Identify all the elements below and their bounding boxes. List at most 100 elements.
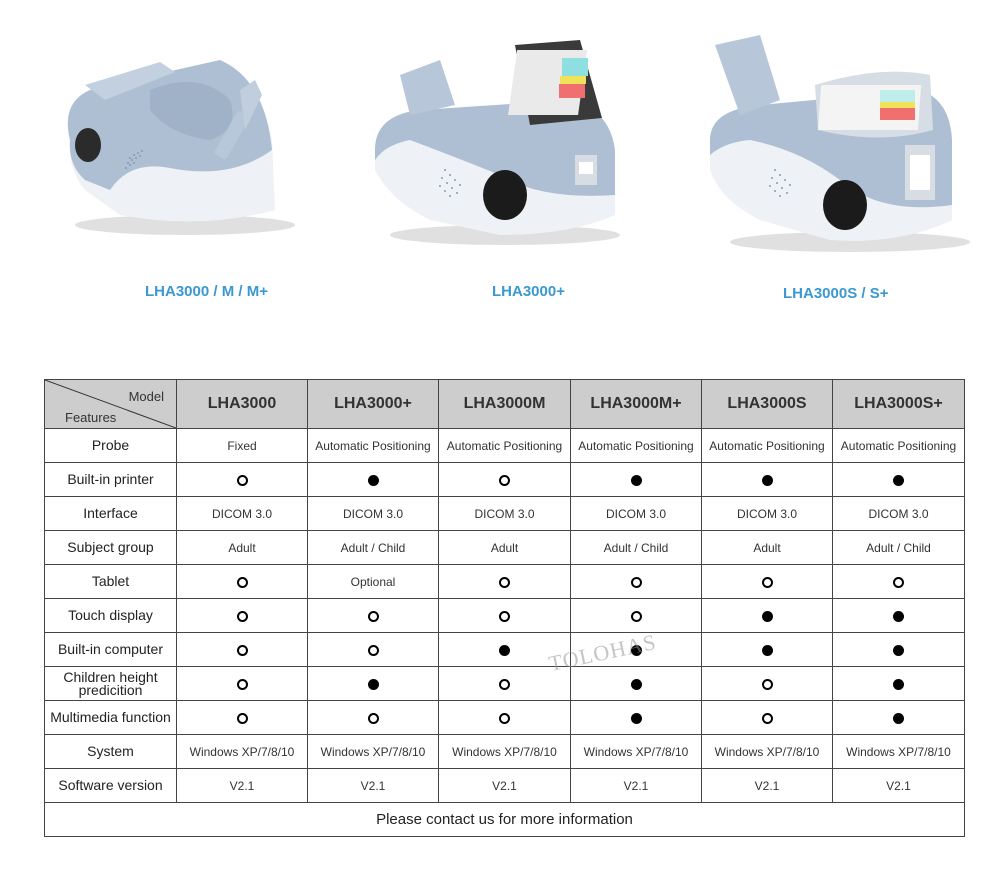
filled-circle-icon <box>499 644 510 656</box>
filled-circle-icon <box>893 678 904 690</box>
empty-circle-icon <box>236 678 248 690</box>
feature-value-cell <box>832 564 965 599</box>
feature-value-cell <box>307 700 439 735</box>
feature-value-cell <box>832 632 965 667</box>
empty-circle-icon <box>236 610 248 622</box>
feature-value-cell: Automatic Positioning <box>701 428 833 463</box>
filled-circle-icon <box>893 644 904 656</box>
filled-circle-icon <box>893 712 904 724</box>
empty-circle-icon <box>499 610 510 622</box>
table-header-row: Model Features LHA3000 LHA3000+ LHA3000M… <box>44 379 965 429</box>
table-row: Multimedia function <box>44 700 965 735</box>
model-header: LHA3000M+ <box>570 379 702 429</box>
feature-value-cell: Automatic Positioning <box>570 428 702 463</box>
feature-value-cell: Adult <box>701 530 833 565</box>
feature-value-cell: DICOM 3.0 <box>176 496 308 531</box>
table-row: Built-in printer <box>44 462 965 497</box>
feature-label: Probe <box>44 428 177 463</box>
filled-circle-icon <box>367 678 379 690</box>
feature-value-cell: Windows XP/7/8/10 <box>570 734 702 769</box>
model-header: LHA3000 <box>176 379 308 429</box>
feature-label: Interface <box>44 496 177 531</box>
feature-value-cell: Optional <box>307 564 439 599</box>
empty-circle-icon <box>630 576 642 588</box>
device-image-basic <box>67 60 295 235</box>
empty-circle-icon <box>367 610 379 622</box>
filled-circle-icon <box>367 474 379 486</box>
table-row: Built-in computer <box>44 632 965 667</box>
feature-value-cell: V2.1 <box>438 768 571 803</box>
empty-circle-icon <box>499 712 510 724</box>
table-row: Children height predicition <box>44 666 965 701</box>
feature-value-cell: Adult <box>438 530 571 565</box>
feature-value-cell <box>438 666 571 701</box>
feature-value-cell: Windows XP/7/8/10 <box>307 734 439 769</box>
table-row: Tablet Optional <box>44 564 965 599</box>
filled-circle-icon <box>761 644 773 656</box>
feature-value-cell: V2.1 <box>570 768 702 803</box>
feature-value-cell <box>832 700 965 735</box>
empty-circle-icon <box>630 610 642 622</box>
empty-circle-icon <box>367 644 379 656</box>
feature-value-cell <box>438 700 571 735</box>
feature-value-cell: Automatic Positioning <box>307 428 439 463</box>
model-header: LHA3000S+ <box>832 379 965 429</box>
feature-value-cell: Windows XP/7/8/10 <box>176 734 308 769</box>
empty-circle-icon <box>761 712 773 724</box>
feature-label: Subject group <box>44 530 177 565</box>
feature-value-cell <box>570 700 702 735</box>
empty-circle-icon <box>236 474 248 486</box>
feature-label: Children height predicition <box>44 666 177 701</box>
feature-value-cell <box>570 598 702 633</box>
feature-label: System <box>44 734 177 769</box>
feature-value-cell: Fixed <box>176 428 308 463</box>
product-lha3000s-splus <box>700 30 980 255</box>
feature-value-cell <box>570 564 702 599</box>
feature-value-cell: V2.1 <box>832 768 965 803</box>
product-lha3000-m-mplus <box>50 40 310 240</box>
feature-value-cell <box>176 462 308 497</box>
feature-value-cell <box>438 462 571 497</box>
feature-value-cell <box>307 666 439 701</box>
feature-value-cell: Automatic Positioning <box>438 428 571 463</box>
feature-value-cell: Adult / Child <box>307 530 439 565</box>
empty-circle-icon <box>761 576 773 588</box>
device-image-touch-display <box>710 35 970 252</box>
empty-circle-icon <box>367 712 379 724</box>
feature-value-cell <box>176 598 308 633</box>
feature-label: Touch display <box>44 598 177 633</box>
feature-value-cell <box>832 598 965 633</box>
feature-value-cell: Automatic Positioning <box>832 428 965 463</box>
feature-value-cell <box>570 666 702 701</box>
empty-circle-icon <box>236 712 248 724</box>
feature-value-cell: DICOM 3.0 <box>307 496 439 531</box>
table-row: Touch display <box>44 598 965 633</box>
product-lha3000plus <box>370 30 630 250</box>
filled-circle-icon <box>630 712 642 724</box>
feature-value-cell <box>307 598 439 633</box>
feature-value-cell <box>307 462 439 497</box>
model-header: LHA3000M <box>438 379 571 429</box>
feature-value-cell <box>176 632 308 667</box>
product-label-3: LHA3000S / S+ <box>783 285 889 302</box>
feature-value-cell <box>176 564 308 599</box>
feature-value-cell: V2.1 <box>307 768 439 803</box>
feature-label: Multimedia function <box>44 700 177 735</box>
feature-value-cell <box>832 462 965 497</box>
model-header: LHA3000+ <box>307 379 439 429</box>
model-axis-label: Model <box>128 389 164 404</box>
feature-value-cell: DICOM 3.0 <box>438 496 571 531</box>
feature-value-cell <box>570 462 702 497</box>
feature-value-cell: Adult <box>176 530 308 565</box>
filled-circle-icon <box>893 610 904 622</box>
feature-label: Tablet <box>44 564 177 599</box>
empty-circle-icon <box>236 576 248 588</box>
feature-value-cell <box>438 598 571 633</box>
spec-comparison-table: Model Features LHA3000 LHA3000+ LHA3000M… <box>44 379 965 837</box>
filled-circle-icon <box>630 678 642 690</box>
feature-value-cell: Adult / Child <box>570 530 702 565</box>
feature-value-cell <box>176 700 308 735</box>
